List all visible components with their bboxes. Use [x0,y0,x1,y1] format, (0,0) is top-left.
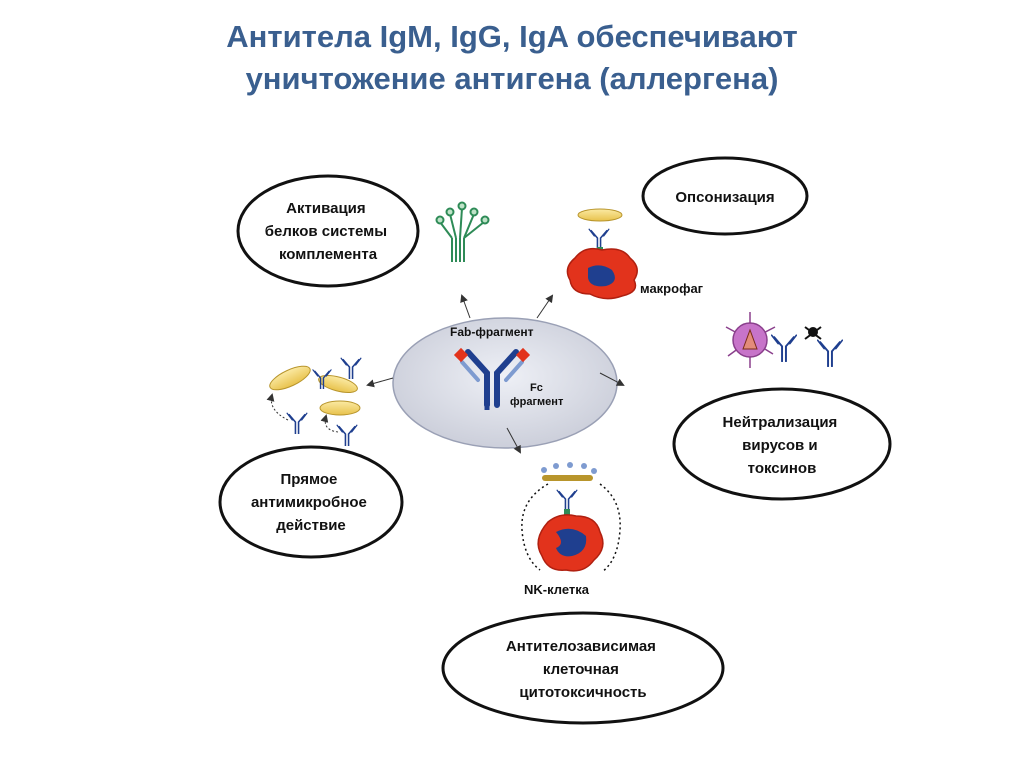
fc-label-2: фрагмент [510,396,564,408]
antimicrobial-dashed-arrow-2 [320,414,339,433]
arrow-to-neutralization [599,372,625,386]
antimicrobial-dashed-arrow-1 [266,393,289,421]
nk-dashed-arc-left [521,483,549,571]
title-line-1: Антитела IgM, IgG, IgA обеспечивают [226,19,798,54]
antimicrobial-text: Прямое антимикробное действие [251,471,371,534]
adcc-text: Антителозависимая клеточная цитотоксично… [506,638,660,701]
page-title: Антитела IgM, IgG, IgA обеспечивают унич… [0,16,1024,100]
neutralizing-antibody-icon [771,334,797,362]
antimicrobial-antibody-1-icon [340,357,362,379]
fc-label-1: Fc [530,382,543,394]
antimicrobial-antibody-4-icon [336,424,358,446]
toxin-skull-icon [804,326,822,340]
toxin-antibody-icon [817,339,843,367]
arrow-to-complement [460,294,471,319]
nk-cell-icon [537,462,604,572]
title-line-2: уничтожение антигена (аллергена) [245,61,779,96]
virus-icon [725,312,776,368]
fab-fragment-label: Fab-фрагмент [450,325,534,339]
antimicrobial-antibody-3-icon [286,412,308,434]
adcc-oval [441,611,725,725]
opsonization-text: Опсонизация [675,189,774,206]
central-antibody-icon [453,347,531,410]
nk-dashed-arc-right [599,483,621,573]
arrow-to-opsonization [536,294,554,319]
antimicrobial-oval [218,445,404,559]
complement-protein-icon [435,201,490,262]
neutralization-text: Нейтрализация вирусов и токсинов [723,414,842,477]
complement-oval [236,174,420,288]
arrow-to-antimicrobial [366,377,394,388]
neutralization-oval [672,387,892,501]
nk-cell-label: NK-клетка [524,582,590,597]
macrophage-label: макрофаг [640,281,704,296]
opsonization-oval [641,156,809,236]
arrow-to-adcc [506,427,521,454]
complement-text: Активация белков системы комплемента [265,200,391,263]
bacteria-icon [269,365,361,416]
macrophage-icon [566,208,638,300]
